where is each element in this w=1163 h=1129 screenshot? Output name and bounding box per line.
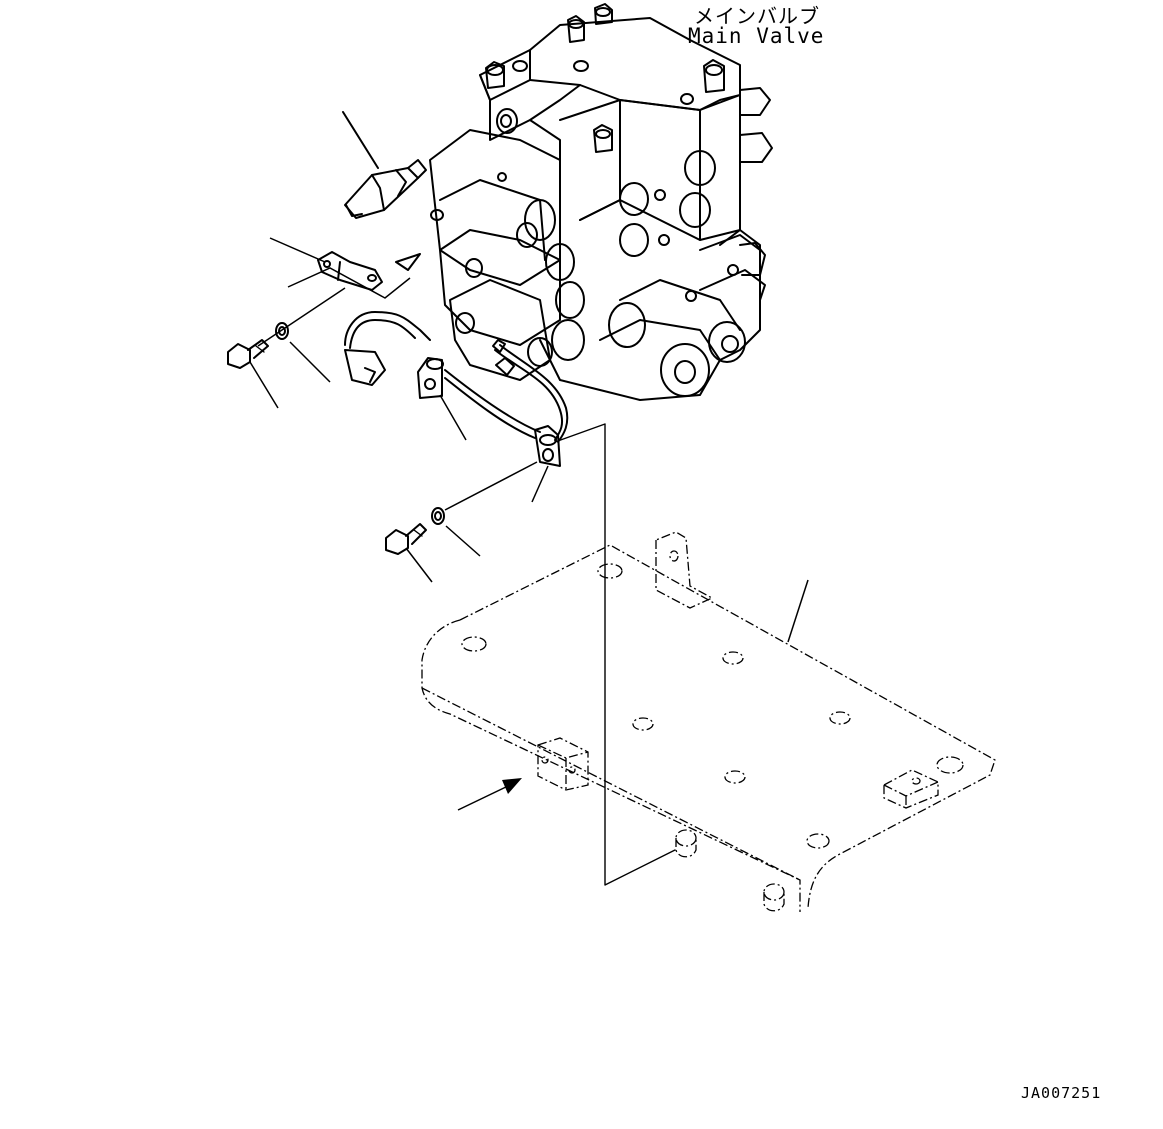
main-valve-label-en: Main Valve (688, 24, 825, 48)
clamp-1 (417, 357, 467, 441)
small-connector (492, 339, 515, 376)
base-plate (421, 531, 996, 912)
bracket (257, 237, 421, 347)
drawing-code: JA007251 (1021, 1084, 1102, 1102)
valve-ports (430, 60, 739, 334)
top-bolt-1 (594, 3, 613, 25)
top-bolt-5 (593, 124, 613, 153)
wire-harness (344, 311, 569, 443)
pressure-sensor (342, 111, 427, 219)
clamp-2 (444, 425, 561, 511)
right-fittings (739, 87, 773, 276)
main-valve-label-jp: メインバルブ (694, 4, 820, 28)
washer-upper (275, 322, 331, 383)
alignment-line (554, 423, 676, 886)
bolt-lower (385, 523, 433, 583)
top-bolt-3 (485, 61, 505, 89)
washer-lower (431, 507, 481, 557)
bolt-upper (227, 339, 279, 409)
main-valve (429, 3, 773, 401)
spool-caps (516, 199, 746, 397)
top-bolt-2 (567, 15, 585, 43)
top-bolt-4 (703, 59, 725, 93)
